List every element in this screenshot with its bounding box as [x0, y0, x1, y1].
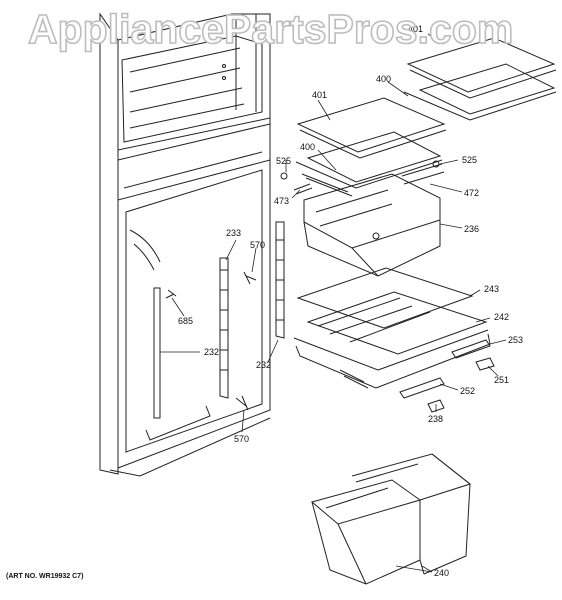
callout-473: 473: [274, 196, 289, 206]
callout-240: 240: [434, 568, 449, 578]
callout-525-a: 525: [276, 156, 291, 166]
callout-570-a: 570: [250, 240, 265, 250]
callout-251: 251: [494, 375, 509, 385]
callout-525-b: 525: [462, 155, 477, 165]
callout-236: 236: [464, 224, 479, 234]
callout-400-b: 400: [300, 142, 315, 152]
callout-243: 243: [484, 284, 499, 294]
small-parts: [280, 160, 495, 413]
callout-labels: 401 400 401 400 525 525 472 473 236 233 …: [178, 24, 523, 578]
callout-685: 685: [178, 316, 193, 326]
callout-232-a: 232: [204, 347, 219, 357]
callout-233: 233: [226, 228, 241, 238]
callout-400: 400: [376, 74, 391, 84]
side-rails: [153, 221, 285, 419]
upper-shelves: [295, 37, 557, 197]
callout-472: 472: [464, 188, 479, 198]
callout-238: 238: [428, 414, 443, 424]
art-number: (ART NO. WR19932 C7): [6, 573, 84, 580]
leader-lines: [160, 33, 507, 573]
callout-401-b: 401: [312, 90, 327, 100]
deli-drawer: [303, 173, 441, 277]
refrigerator-cabinet: [99, 12, 271, 477]
callout-232-b: 232: [256, 360, 271, 370]
callout-401: 401: [408, 24, 423, 34]
crisper-bins: [310, 453, 472, 585]
callout-570-b: 570: [234, 434, 249, 444]
callout-253: 253: [508, 335, 523, 345]
callout-242: 242: [494, 312, 509, 322]
crisper-cover: [293, 267, 491, 389]
callout-252: 252: [460, 386, 475, 396]
